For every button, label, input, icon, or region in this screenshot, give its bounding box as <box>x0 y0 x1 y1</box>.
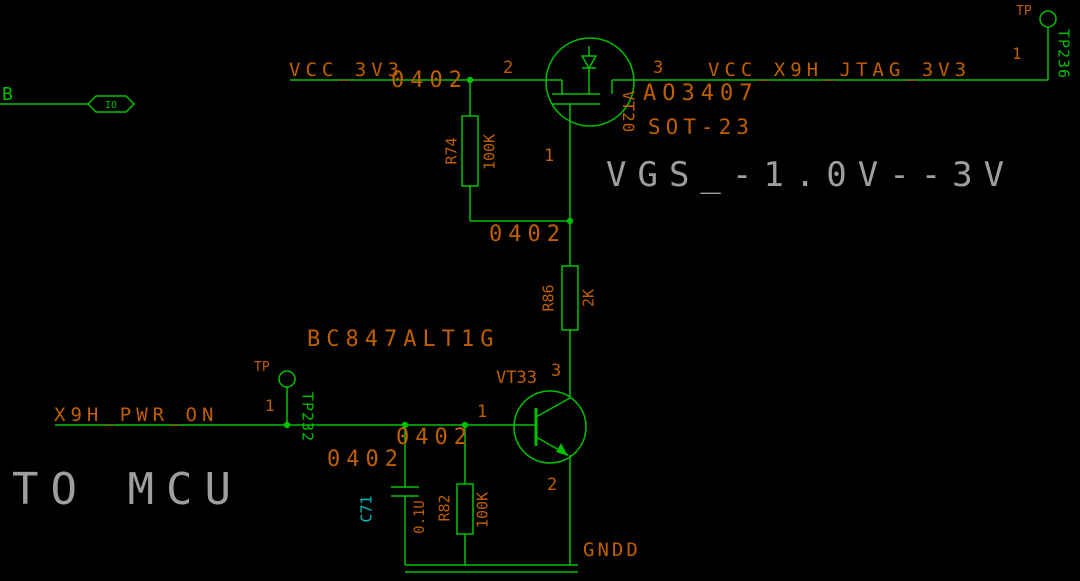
capacitor-c71-symbol <box>391 425 419 565</box>
resistor-r82-value: 100K <box>473 491 492 529</box>
testpoint-tp236-pad <box>1039 10 1057 28</box>
bjt-vt33-symbol <box>513 390 587 464</box>
testpoint-tp236-prefix: TP <box>1016 4 1032 19</box>
pin-number-mosfet-gate: 1 <box>544 146 555 166</box>
bjt-emitter-arrow <box>556 443 568 456</box>
junction-dot <box>461 421 469 429</box>
pin-number-bjt-base: 1 <box>477 402 488 422</box>
mosfet-vt20-symbol <box>545 37 635 127</box>
testpoint-tp236-ref: TP236 <box>1054 28 1073 80</box>
pin-number-tp236: 1 <box>1012 44 1022 63</box>
footprint-label-r86: 0402 <box>489 222 566 247</box>
junction-dot <box>283 421 291 429</box>
mosfet-ref: VT20 <box>619 90 638 134</box>
net-label-pwr-on: X9H_PWR_ON <box>54 404 219 426</box>
pin-number-bjt-emitter: 2 <box>547 475 558 495</box>
net-label-b: B <box>2 84 13 105</box>
capacitor-c71-value: 0.1U <box>412 500 428 534</box>
net-label-gndd: GNDD <box>583 539 641 561</box>
resistor-r74-body <box>461 115 479 187</box>
resistor-r86-body <box>561 265 579 331</box>
mosfet-package: SOT-23 <box>648 115 754 139</box>
mosfet-body-diode <box>580 55 598 70</box>
footprint-label-c71: 0402 <box>327 447 404 472</box>
bjt-part-number: BC847ALT1G <box>307 327 500 352</box>
bjt-collector-lead <box>535 397 571 418</box>
footprint-label-r74: 0402 <box>391 68 468 93</box>
net-label-vcc-3v3: VCC_3V3 <box>289 59 405 81</box>
bjt-body-circle <box>513 390 587 464</box>
io-port-label: IO <box>105 100 117 111</box>
bjt-ref: VT33 <box>496 368 537 388</box>
io-port-hexagon <box>86 95 136 113</box>
pin-number-mosfet-drain: 3 <box>653 58 664 78</box>
mosfet-part-number: AO3407 <box>643 81 759 106</box>
testpoint-tp232-pad <box>278 370 296 388</box>
capacitor-c71-ref: C71 <box>357 495 376 523</box>
testpoint-tp232-ref: TP232 <box>298 391 317 443</box>
junction-dot <box>566 217 574 225</box>
pin-number-bjt-collector: 3 <box>551 361 562 381</box>
resistor-r82-body <box>456 483 474 535</box>
io-port-symbol <box>0 95 136 113</box>
junction-dot <box>401 421 409 429</box>
junction-dot <box>466 76 474 84</box>
to-mcu-note: TO MCU <box>12 464 243 515</box>
testpoint-tp232-prefix: TP <box>254 360 270 375</box>
mosfet-body-circle <box>545 37 635 127</box>
resistor-r82-ref: R82 <box>435 494 454 522</box>
pin-number-tp232: 1 <box>265 396 275 415</box>
resistor-r74-value: 100K <box>480 133 499 171</box>
resistor-r86-ref: R86 <box>539 284 558 312</box>
net-label-vcc-jtag: VCC_X9H_JTAG_3V3 <box>708 59 972 81</box>
resistor-r74-ref: R74 <box>442 137 461 165</box>
vgs-note: VGS_-1.0V--3V <box>606 155 1016 195</box>
footprint-label-r82: 0402 <box>396 425 473 450</box>
junction-dots <box>283 76 574 429</box>
resistor-r86-value: 2K <box>579 288 598 308</box>
pin-number-mosfet-source: 2 <box>503 58 514 78</box>
